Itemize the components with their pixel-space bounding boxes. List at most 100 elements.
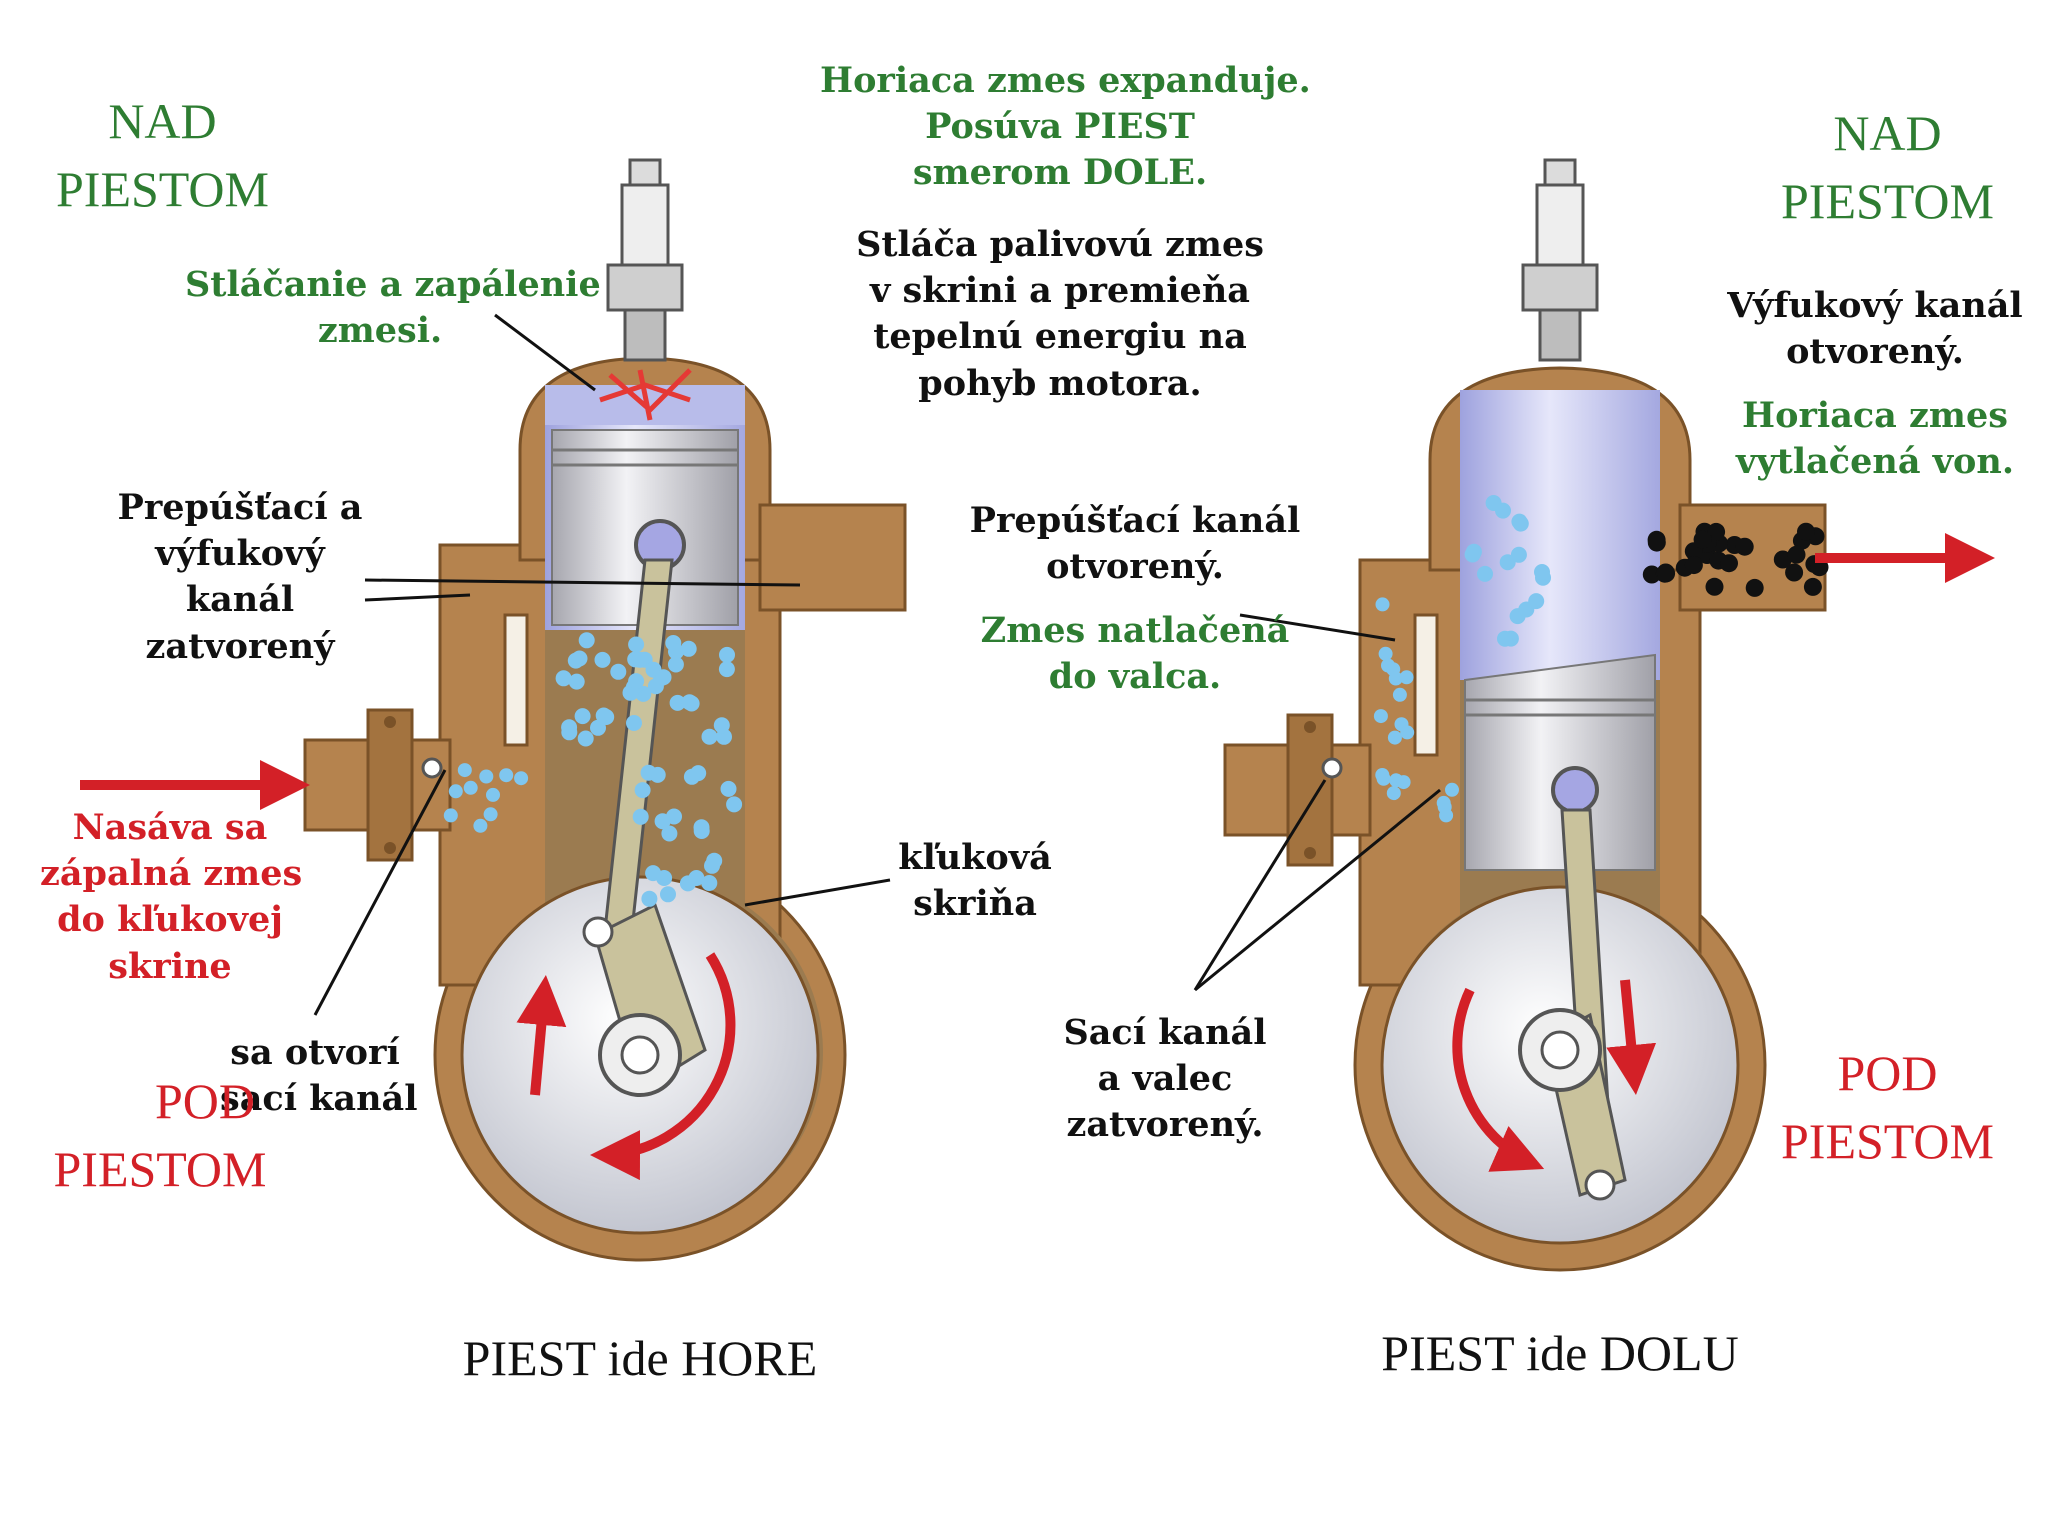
left-pod-line-1: POD bbox=[154, 1073, 256, 1129]
mixture-bubble bbox=[706, 852, 723, 869]
mixture-bubble bbox=[578, 632, 595, 649]
mixture-bubble bbox=[1400, 725, 1415, 740]
transfer-pushed-label: Zmes natlačená do valca. bbox=[955, 608, 1315, 700]
mixture-bubble bbox=[574, 708, 591, 725]
ports-closed-line-1: Prepúšťací a bbox=[117, 487, 363, 528]
mixture-bubble bbox=[693, 823, 710, 839]
mixture-bubble bbox=[1396, 775, 1411, 790]
crankcase-line-1: kľuková bbox=[898, 837, 1052, 878]
mixture-bubble bbox=[1485, 495, 1502, 511]
exhaust-particle bbox=[1735, 537, 1754, 556]
exhaust-particle bbox=[1693, 530, 1712, 549]
mixture-bubble bbox=[668, 643, 684, 660]
mixture-bubble bbox=[514, 771, 529, 786]
exhaust-particle bbox=[1797, 522, 1815, 541]
mixture-bubble bbox=[1534, 564, 1550, 580]
exhaust-particle bbox=[1773, 550, 1792, 569]
mixture-bubble bbox=[1528, 593, 1545, 610]
exhaust-particle bbox=[1684, 556, 1703, 575]
intake-line-1: Nasáva sa bbox=[72, 807, 268, 848]
left-rotation-arrow bbox=[590, 952, 736, 1181]
mixture-bubble bbox=[628, 673, 645, 690]
transfer-green-line-1: Zmes natlačená bbox=[980, 610, 1290, 651]
intake-opens-label: sa otvorí sací kanál bbox=[220, 1030, 418, 1122]
mixture-bubble bbox=[1373, 709, 1388, 724]
intake-line-4: skrine bbox=[108, 945, 232, 987]
right-pod-piestom: POD PIESTOM bbox=[1745, 1040, 2030, 1175]
left-nad-piestom: NAD PIESTOM bbox=[20, 88, 305, 223]
opens-line-1: sa otvorí bbox=[230, 1032, 400, 1073]
mixture-bubble bbox=[1445, 782, 1459, 797]
mixture-bubble bbox=[640, 764, 657, 781]
mixture-bubble bbox=[1388, 671, 1403, 686]
mixture-bubble bbox=[718, 661, 735, 678]
ignition-line-1: Stláčanie a zapálenie bbox=[185, 264, 601, 305]
mixture-bubble bbox=[448, 784, 463, 799]
right-pod-line-2: PIESTOM bbox=[1780, 1112, 1994, 1169]
mixture-bubble bbox=[1464, 546, 1481, 563]
mixture-bubble bbox=[634, 782, 651, 799]
mixture-bubble bbox=[595, 707, 612, 724]
right-spark-plug-icon bbox=[1521, 158, 1599, 362]
mixture-bubble bbox=[641, 890, 658, 907]
mixture-bubble bbox=[473, 818, 488, 833]
mixture-bubble bbox=[688, 870, 705, 886]
mixture-bubble bbox=[443, 808, 458, 823]
compression-line-3: tepelnú energiu na bbox=[873, 316, 1247, 358]
right-cylinder bbox=[1460, 390, 1660, 680]
left-caption: PIEST ide HORE bbox=[462, 1330, 818, 1386]
left-connecting-rod bbox=[582, 558, 707, 1097]
mixture-bubble bbox=[1477, 565, 1493, 582]
intake-label: Nasáva sa zápalná zmes do kľukovej skrin… bbox=[40, 805, 303, 990]
mixture-bubble bbox=[719, 646, 735, 663]
mixture-bubble bbox=[656, 870, 673, 886]
ports-closed-label: Prepúšťací a výfukový kanál zatvorený bbox=[110, 485, 370, 670]
mixture-bubble bbox=[713, 717, 730, 734]
crankcase-label: kľuková skriňa bbox=[880, 835, 1070, 927]
mixture-bubble bbox=[720, 780, 737, 797]
exhaust-particle bbox=[1787, 545, 1806, 564]
mixture-bubble bbox=[669, 694, 686, 711]
right-engine bbox=[1223, 158, 1995, 1272]
mixture-bubble bbox=[701, 728, 718, 745]
intake-line-2: zápalná zmes bbox=[40, 853, 303, 895]
mixture-bubble bbox=[1399, 670, 1414, 685]
right-rotation-arrow bbox=[1452, 987, 1545, 1172]
mixture-bubble bbox=[571, 650, 588, 667]
right-pod-line-1: POD bbox=[1837, 1045, 1938, 1101]
exhaust-particle bbox=[1642, 565, 1661, 584]
mixture-bubble bbox=[1376, 771, 1391, 786]
ignition-line-2: zmesi. bbox=[317, 310, 443, 352]
exhaust-particle bbox=[1785, 563, 1804, 582]
exhaust-line-2: otvorený. bbox=[1786, 331, 1964, 373]
mixture-bubble bbox=[701, 875, 718, 891]
mixture-bubble bbox=[1512, 515, 1529, 532]
left-pod-piestom: POD PIESTOM bbox=[25, 1068, 295, 1203]
mixture-bubble bbox=[594, 651, 611, 668]
leader-lines bbox=[313, 313, 1441, 1016]
crankcase-line-2: skriňa bbox=[913, 883, 1037, 925]
mixture-bubble bbox=[610, 663, 627, 680]
mixture-bubble bbox=[577, 730, 594, 747]
mixture-bubble bbox=[1386, 786, 1401, 801]
mixture-bubble bbox=[590, 719, 606, 736]
exhaust-particle bbox=[1803, 577, 1822, 596]
spark-icon bbox=[599, 368, 692, 421]
ports-closed-line-3: kanál bbox=[185, 579, 295, 621]
mixture-bubble bbox=[1392, 687, 1407, 702]
mixture-bubble bbox=[463, 780, 478, 795]
mixture-bubble bbox=[655, 669, 672, 686]
mixture-bubble bbox=[628, 636, 645, 653]
exhaust-particle bbox=[1720, 554, 1738, 573]
mixture-bubble bbox=[1439, 808, 1454, 823]
left-rotation-arrow-2 bbox=[516, 975, 567, 1096]
mixture-bubble bbox=[660, 886, 676, 903]
exhaust-green-line-2: vytlačená von. bbox=[1735, 441, 2015, 483]
expansion-line-3: smerom DOLE. bbox=[912, 152, 1208, 194]
transfer-green-line-2: do valca. bbox=[1048, 656, 1222, 698]
mixture-bubble bbox=[555, 670, 572, 687]
mixture-bubble bbox=[1497, 630, 1513, 647]
exhaust-particle bbox=[1647, 533, 1666, 552]
